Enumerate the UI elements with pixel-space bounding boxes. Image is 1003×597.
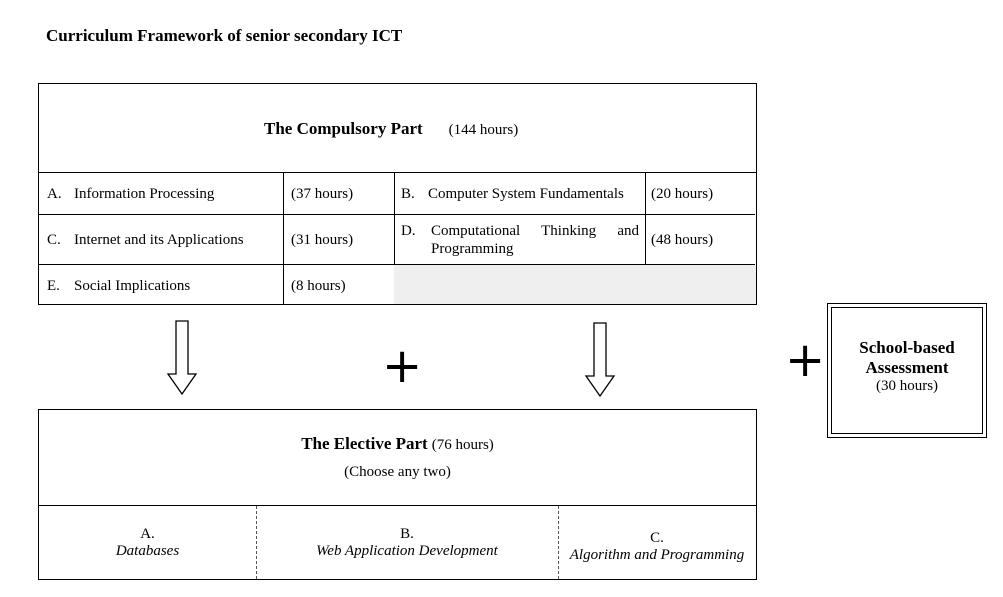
- compulsory-part-box: The Compulsory Part (144 hours) A.Inform…: [38, 83, 757, 305]
- module-d-hours: (48 hours): [651, 232, 714, 248]
- plus-icon: +: [382, 338, 423, 394]
- module-c-hours: (31 hours): [291, 232, 354, 248]
- down-arrow-icon: [584, 322, 616, 398]
- elective-module-a: A. Databases: [115, 526, 180, 559]
- module-a-name: A.Information Processing: [47, 186, 215, 202]
- sba-title-line1: School-based: [859, 338, 955, 357]
- elective-part-hours: (76 hours): [431, 437, 494, 453]
- school-based-assessment-box: School-based Assessment (30 hours): [827, 303, 987, 438]
- elective-part-box: The Elective Part (76 hours) (Choose any…: [38, 409, 757, 580]
- compulsory-part-hours: (144 hours): [448, 122, 519, 138]
- module-b-name: B.Computer System Fundamentals: [401, 186, 624, 202]
- empty-shaded-cell: [394, 265, 756, 304]
- down-arrow-icon: [166, 320, 198, 396]
- elective-module-c: C. Algorithm and Programming: [569, 530, 745, 563]
- module-e-name: E.Social Implications: [47, 278, 191, 294]
- module-e-hours: (8 hours): [291, 278, 346, 294]
- elective-part-heading: The Elective Part: [301, 434, 428, 453]
- compulsory-part-header: The Compulsory Part (144 hours): [39, 84, 756, 173]
- elective-module-b: B. Web Application Development: [316, 526, 498, 559]
- module-c-name: C.Internet and its Applications: [47, 232, 244, 248]
- compulsory-part-heading: The Compulsory Part: [264, 119, 423, 138]
- module-b-hours: (20 hours): [651, 186, 714, 202]
- module-a-hours: (37 hours): [291, 186, 354, 202]
- sba-hours: (30 hours): [875, 378, 939, 394]
- elective-part-header: The Elective Part (76 hours) (Choose any…: [39, 410, 756, 506]
- module-d-name: D. Computational Thinking and Programmin…: [401, 223, 639, 257]
- elective-part-note: (Choose any two): [344, 464, 451, 480]
- plus-icon: +: [785, 332, 826, 388]
- sba-title-line2: Assessment: [865, 358, 949, 377]
- page-title: Curriculum Framework of senior secondary…: [46, 26, 403, 45]
